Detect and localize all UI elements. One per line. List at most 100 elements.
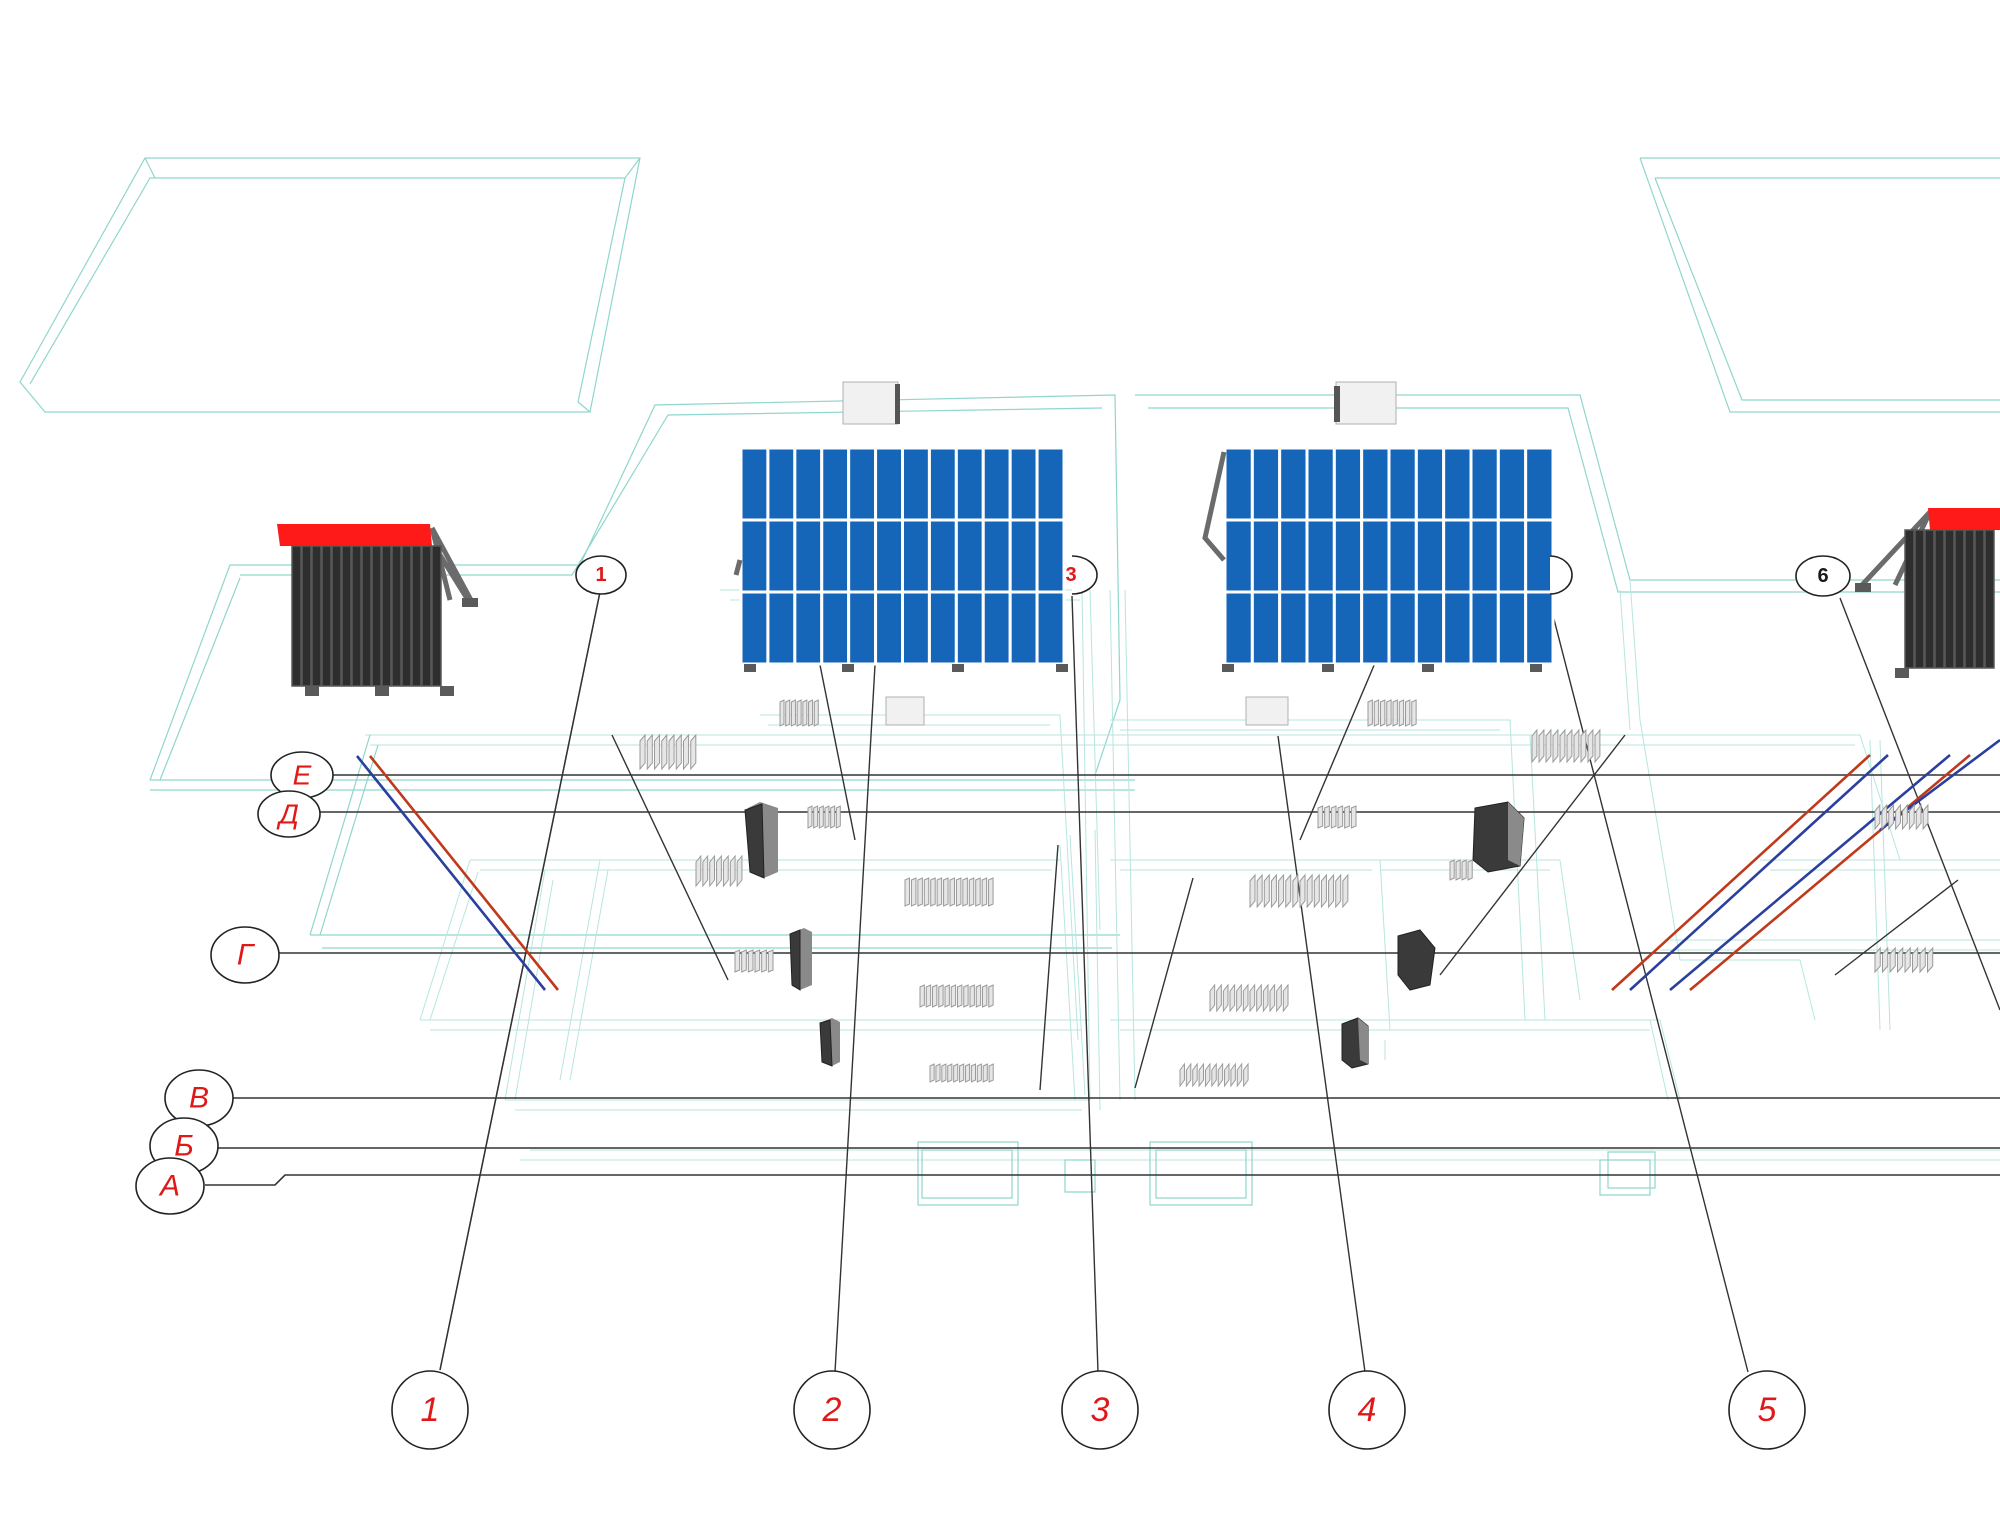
boiler-icon xyxy=(819,1018,840,1067)
upper-marker-label: 3 xyxy=(1065,564,1076,586)
upper-marker-3: 3 xyxy=(1065,555,1098,595)
radiator-fin xyxy=(1324,805,1330,829)
row-axis-bubble-e: Е xyxy=(270,751,334,799)
pv-cell xyxy=(1008,518,1039,594)
radiator-fin xyxy=(982,984,988,1008)
radiator-fin xyxy=(953,1063,959,1083)
radiator-fin xyxy=(1278,873,1285,909)
radiator-fin xyxy=(1198,1062,1205,1088)
radiator-fin xyxy=(702,854,709,888)
pv-cell xyxy=(1035,446,1066,522)
boiler-icon xyxy=(789,928,812,991)
radiator-icon xyxy=(639,733,697,771)
air-handler-icon xyxy=(885,696,925,726)
radiator-icon xyxy=(1449,859,1473,881)
pv-cell xyxy=(1278,590,1309,666)
radiator-fin xyxy=(917,877,923,907)
radiator-fin xyxy=(1185,1062,1192,1088)
radiator-fin xyxy=(668,733,675,771)
radiator-fin xyxy=(1449,859,1455,881)
radiator-fin xyxy=(1229,983,1236,1013)
pv-cell xyxy=(1332,446,1364,522)
row-axis-bubble-d: Д xyxy=(257,790,321,838)
pv-cell xyxy=(1524,518,1555,594)
pv-cell xyxy=(874,590,904,666)
upper-marker-1: 1 xyxy=(575,555,627,595)
column-axis-label: 3 xyxy=(1091,1391,1110,1429)
radiator-fin xyxy=(1566,728,1573,764)
pv-cell xyxy=(954,446,985,522)
radiator-fin xyxy=(1897,946,1904,974)
radiator-fin xyxy=(813,805,819,829)
radiator-fin xyxy=(654,733,661,771)
radiator-fin xyxy=(709,854,716,888)
pv-cell xyxy=(1496,590,1528,666)
pv-cell xyxy=(1442,446,1473,522)
radiator-fin xyxy=(1217,1062,1224,1088)
radiator-fin xyxy=(1874,803,1881,831)
radiator-fin xyxy=(975,877,981,907)
radiator-fin xyxy=(910,877,917,907)
radiator-fin xyxy=(835,805,841,829)
column-axis-label: 1 xyxy=(421,1391,440,1429)
radiator-icon xyxy=(695,854,743,888)
air-handler-icon xyxy=(842,381,900,425)
radiator-fin xyxy=(1888,803,1895,831)
pv-cell xyxy=(793,518,824,594)
radiator-fin xyxy=(1192,1062,1198,1088)
pv-cell xyxy=(1387,590,1418,666)
radiator-fin xyxy=(919,984,925,1008)
pv-cell xyxy=(1035,518,1066,594)
radiator-fin xyxy=(824,805,830,829)
radiator-fin xyxy=(1889,946,1896,974)
radiator-fin xyxy=(950,984,957,1008)
radiator-fin xyxy=(1337,805,1344,829)
radiator-fin xyxy=(968,877,975,907)
pv-cell xyxy=(1360,590,1391,666)
radiator-fin xyxy=(1249,873,1256,909)
pv-cell xyxy=(1278,446,1309,522)
radiator-fin xyxy=(646,733,653,771)
radiator-fin xyxy=(949,877,955,907)
radiator-fin xyxy=(936,877,943,907)
pv-cell xyxy=(1008,590,1039,666)
radiator-fin xyxy=(1927,946,1934,974)
upper-marker-label: 1 xyxy=(595,564,606,586)
radiator-fin xyxy=(944,984,950,1008)
radiator-fin xyxy=(722,854,729,888)
pipework xyxy=(355,738,2000,991)
radiator-fin xyxy=(1461,859,1467,881)
boiler-icon xyxy=(1472,801,1525,873)
radiator-fin xyxy=(1552,728,1559,764)
upper-marker-5-partial xyxy=(1549,555,1573,595)
radiator-fin xyxy=(1285,873,1292,909)
radiator-fin xyxy=(1306,873,1313,909)
radiator-icon xyxy=(1209,983,1289,1013)
pv-cell xyxy=(954,518,985,594)
column-axis-bubble-2: 2 xyxy=(793,1370,871,1450)
pv-cell xyxy=(1035,590,1066,666)
pv-cell xyxy=(820,518,851,594)
radiator-icon xyxy=(929,1063,994,1083)
radiator-fin xyxy=(736,854,743,888)
pv-cell xyxy=(847,518,878,594)
radiator-fin xyxy=(1367,699,1373,727)
pv-cell xyxy=(1442,590,1473,666)
radiator-fin xyxy=(1269,983,1276,1013)
radiator-group xyxy=(639,699,1934,1088)
radiator-fin xyxy=(1912,946,1919,974)
pv-cell xyxy=(1278,518,1309,594)
radiator-fin xyxy=(975,984,982,1008)
pv-mount-foot xyxy=(1056,664,1068,672)
radiator-fin xyxy=(1242,983,1249,1013)
radiator-fin xyxy=(1902,803,1908,831)
radiator-fin xyxy=(785,699,791,727)
radiator-fin xyxy=(1895,803,1901,831)
pv-cell xyxy=(1250,590,1282,666)
radiator-fin xyxy=(1455,859,1461,881)
radiator-fin xyxy=(988,984,994,1008)
pv-cell xyxy=(874,446,904,522)
pv-mount-strut xyxy=(733,559,743,576)
radiator-fin xyxy=(1559,728,1566,764)
